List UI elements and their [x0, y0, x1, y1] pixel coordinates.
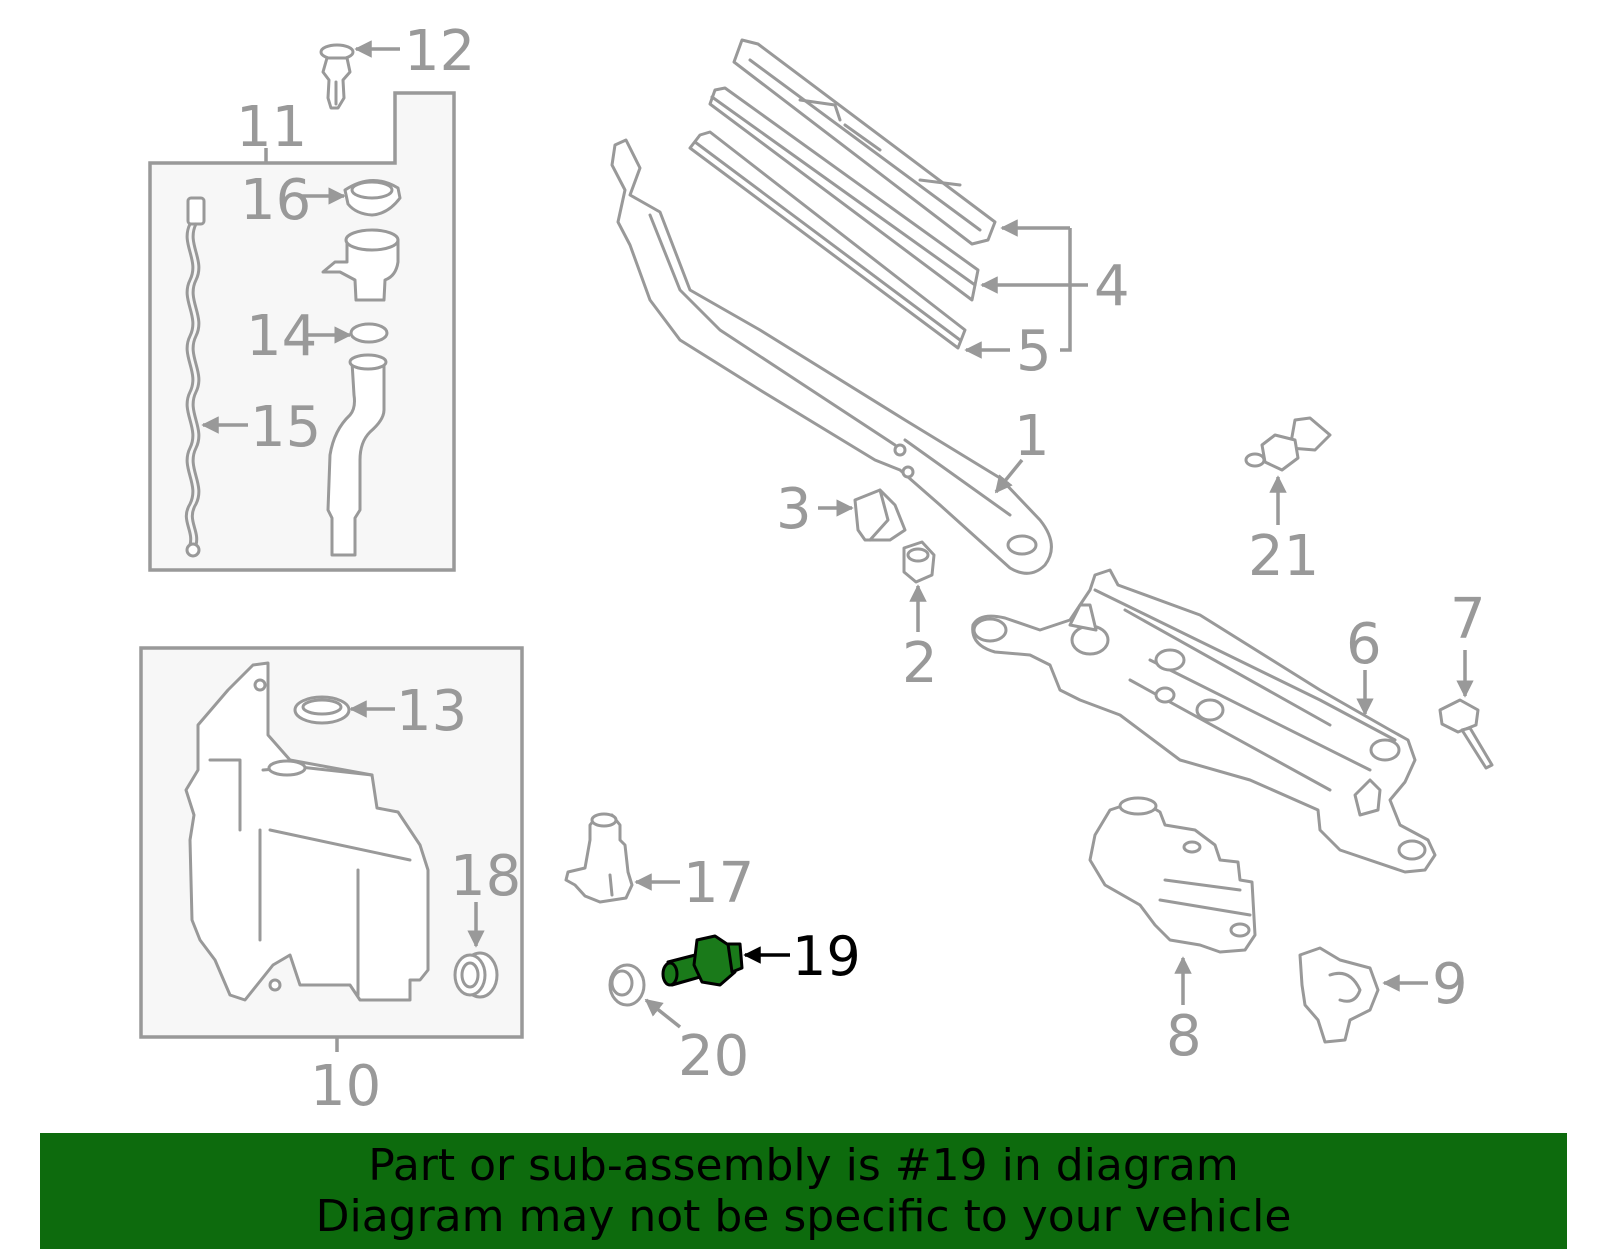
- callout-4: 4: [1094, 254, 1130, 319]
- callout-15: 15: [250, 395, 321, 460]
- part-13-seal: [293, 695, 351, 725]
- part-2-nut: [902, 540, 936, 584]
- callout-5: 5: [1016, 319, 1052, 384]
- part-18-grommet: [453, 951, 499, 999]
- part-6-linkage: [971, 568, 1437, 874]
- banner-line-2: Diagram may not be specific to your vehi…: [315, 1191, 1292, 1242]
- part-21-connector: [1244, 416, 1332, 472]
- callout-18: 18: [450, 844, 521, 909]
- part-19-highlighted: [661, 934, 744, 987]
- callout-7: 7: [1450, 587, 1486, 652]
- callout-21: 21: [1248, 524, 1319, 589]
- callout-16: 16: [240, 168, 311, 233]
- callout-20: 20: [678, 1024, 749, 1089]
- callout-1: 1: [1014, 404, 1050, 469]
- part-5-blade-insert: [688, 130, 967, 350]
- callout-19: 19: [792, 925, 861, 988]
- callout-12: 12: [404, 19, 475, 84]
- part-14-o-ring: [349, 322, 389, 344]
- part-20-grommet: [608, 963, 646, 1007]
- part-16-cap: [343, 179, 402, 217]
- callout-3: 3: [776, 477, 812, 542]
- part-4-wiper-blade: [708, 38, 997, 302]
- callout-10: 10: [310, 1054, 381, 1119]
- part-17-washer-pump: [564, 812, 634, 904]
- callout-13: 13: [396, 679, 467, 744]
- callout-17: 17: [683, 851, 754, 916]
- callout-14: 14: [246, 304, 317, 369]
- part-reservoir-tank: [184, 661, 430, 1002]
- part-7-bolt: [1438, 698, 1494, 770]
- callout-8: 8: [1166, 1004, 1202, 1069]
- part-9-connector: [1298, 946, 1380, 1044]
- part-filler-pipe: [326, 353, 388, 557]
- part-15-hose: [184, 196, 206, 558]
- callout-9: 9: [1432, 952, 1468, 1017]
- part-filler-neck-top: [321, 228, 400, 302]
- callout-arrows: [201, 40, 1474, 1029]
- part-3-pivot-cap: [853, 488, 907, 542]
- banner-line-1: Part or sub-assembly is #19 in diagram: [368, 1140, 1239, 1191]
- callout-6: 6: [1346, 612, 1382, 677]
- part-12-clip: [319, 43, 355, 110]
- part-1-wiper-arm: [610, 138, 1053, 575]
- callout-11: 11: [236, 95, 307, 160]
- info-banner: Part or sub-assembly is #19 in diagram D…: [40, 1133, 1567, 1249]
- callout-2: 2: [902, 631, 938, 696]
- part-8-wiper-motor: [1088, 796, 1257, 954]
